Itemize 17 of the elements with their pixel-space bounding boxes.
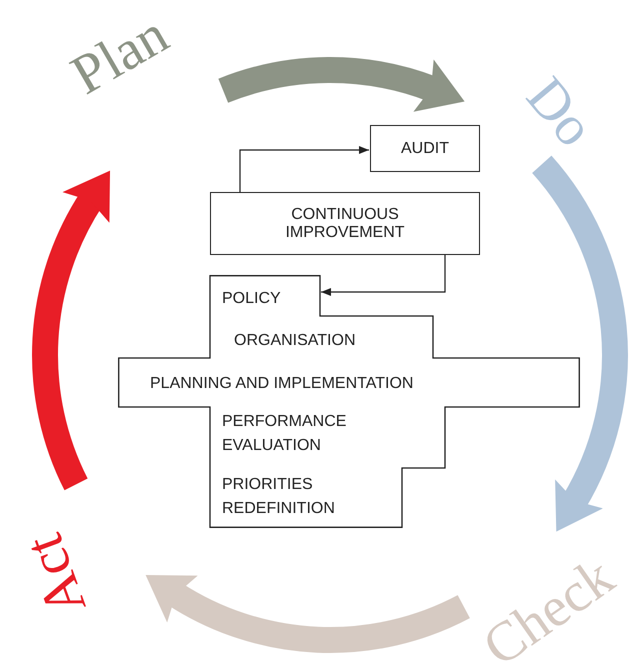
phase-label: Act — [14, 527, 96, 623]
phase-label: Do — [516, 68, 604, 156]
cycle-arrow — [532, 156, 628, 533]
process-box: AUDIT — [370, 125, 480, 172]
stepped-block — [118, 275, 580, 528]
cycle-arrow — [32, 170, 111, 490]
step-label: PLANNING AND IMPLEMENTATION — [150, 374, 414, 394]
process-box: CONTINUOUS IMPROVEMENT — [210, 192, 480, 255]
step-label: ORGANISATION — [234, 331, 356, 351]
phase-label: Plan — [62, 6, 177, 104]
step-label: POLICY — [222, 289, 282, 309]
cycle-arrow — [144, 574, 470, 653]
step-label: PERFORMANCE EVALUATION — [222, 412, 348, 456]
arrow — [239, 146, 369, 192]
cycle-arrow — [219, 57, 466, 113]
step-label: PRIORITIES REDEFINITION — [222, 475, 336, 519]
arrow — [321, 255, 446, 296]
